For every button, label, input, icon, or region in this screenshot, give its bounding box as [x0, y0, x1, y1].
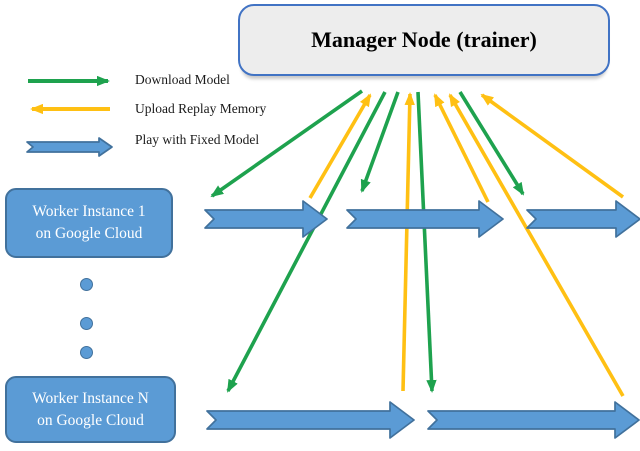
- manager-node-box: Manager Node (trainer): [238, 4, 610, 76]
- upload-replay-memory-arrow: [448, 93, 625, 397]
- upload-replay-memory-arrow: [433, 93, 490, 203]
- download-model-arrow: [458, 91, 525, 196]
- play-with-fixed-model-arrow: [526, 200, 640, 238]
- ellipsis-dot: [80, 278, 93, 291]
- worker-instance-1-box: Worker Instance 1 on Google Cloud: [5, 188, 173, 258]
- worker-1-label-line1: Worker Instance 1: [32, 203, 146, 220]
- ellipsis-dot: [80, 346, 93, 359]
- legend-download-model-label: Download Model: [135, 72, 230, 87]
- upload-replay-memory-arrow: [401, 92, 415, 392]
- download-model-arrow: [416, 91, 437, 393]
- upload-replay-memory-arrow: [308, 93, 372, 199]
- worker-n-label-line2: on Google Cloud: [37, 411, 144, 429]
- download-model-arrow: [210, 89, 364, 198]
- play-with-fixed-model-arrow: [427, 401, 640, 439]
- play-with-fixed-model-arrow: [204, 200, 328, 238]
- legend-play-fixed-arrow-icon: [26, 137, 113, 157]
- legend-upload-replay-label: Upload Replay Memory: [135, 101, 267, 116]
- worker-instance-n-box: Worker Instance N on Google Cloud: [5, 376, 176, 443]
- ellipsis-dot: [80, 317, 93, 330]
- legend-play-fixed-label: Play with Fixed Model: [135, 132, 260, 147]
- manager-node-label: Manager Node (trainer): [311, 27, 537, 52]
- worker-n-label-line1: Worker Instance N: [32, 389, 149, 407]
- play-with-fixed-model-arrow: [206, 401, 415, 439]
- download-model-arrow: [226, 91, 387, 393]
- worker-1-label-line2: on Google Cloud: [35, 225, 143, 242]
- download-model-arrow: [360, 91, 400, 193]
- upload-replay-memory-arrow: [480, 93, 625, 199]
- play-with-fixed-model-arrow: [346, 200, 504, 238]
